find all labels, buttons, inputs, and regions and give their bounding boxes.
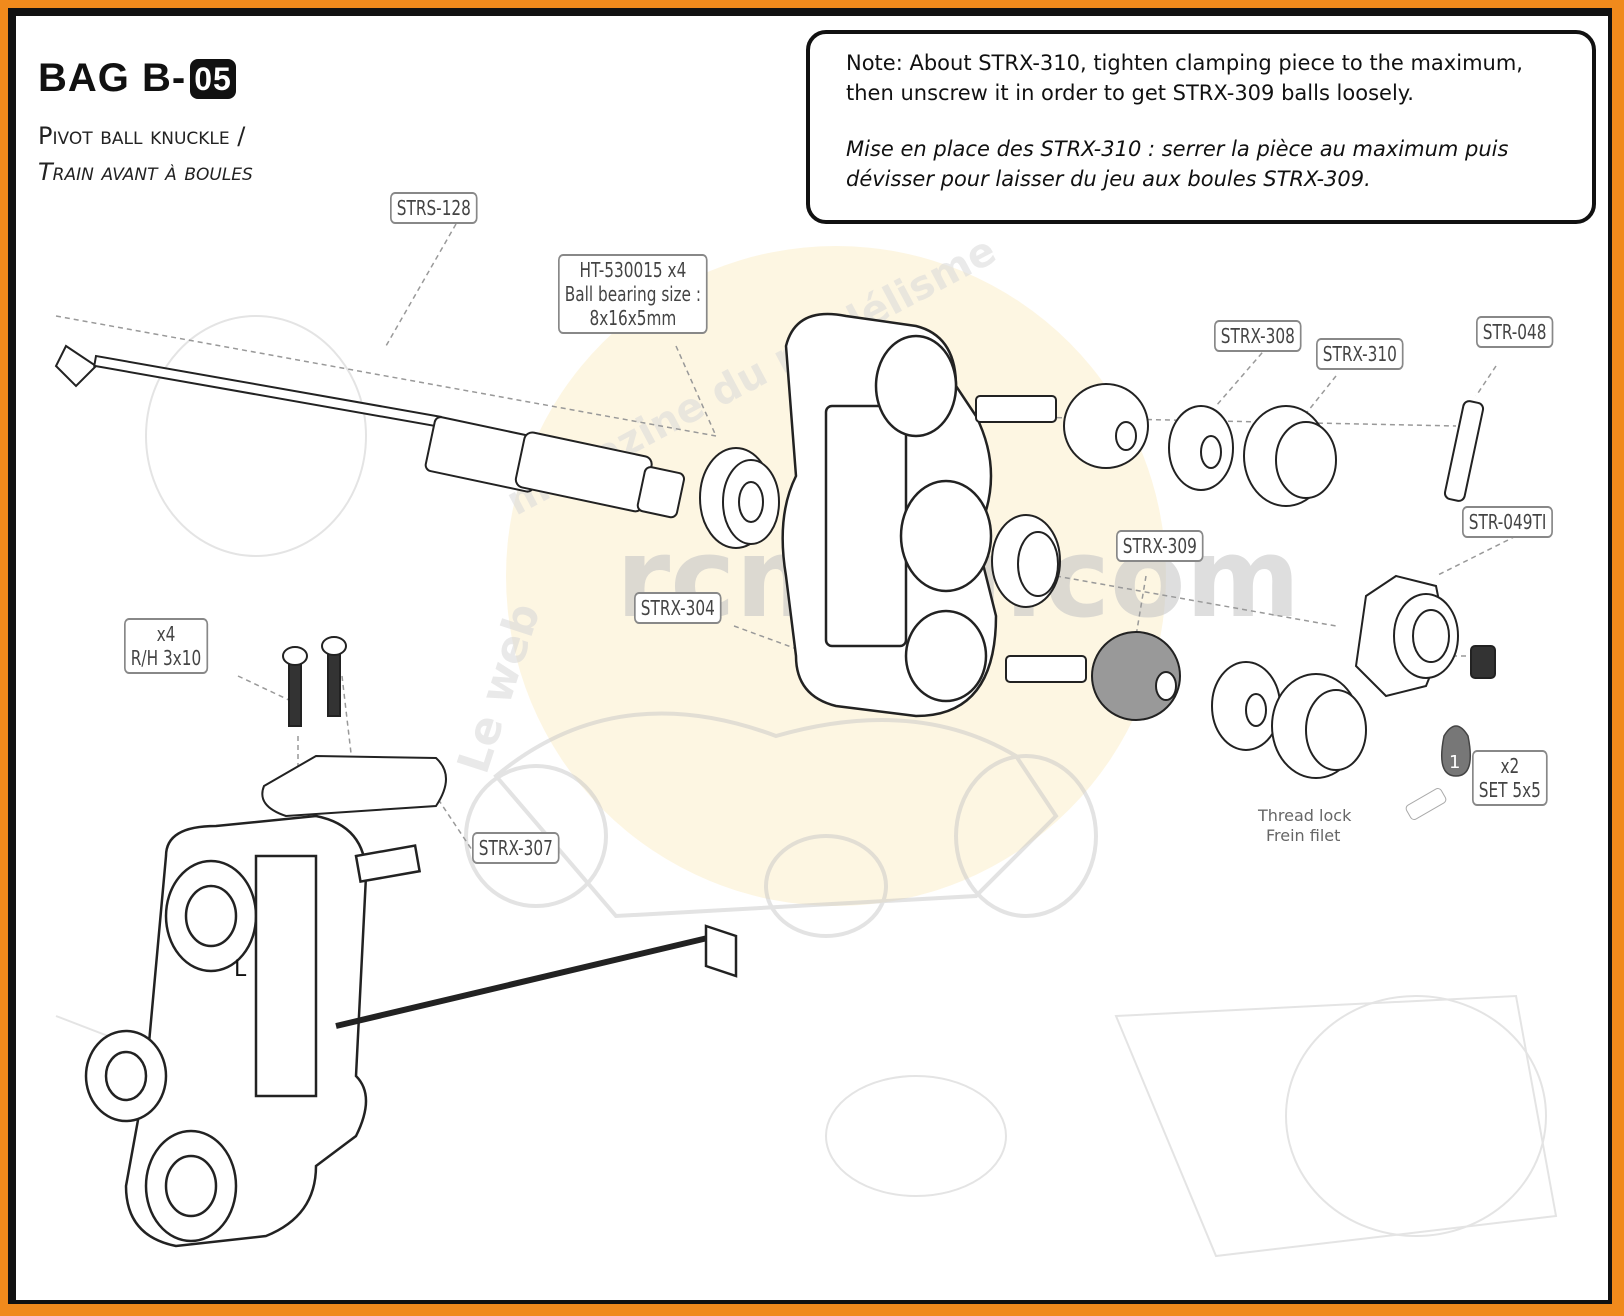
note-box: Note: About STRX-310, tighten clamping p… xyxy=(806,30,1596,224)
label-screws: x4 R/H 3x10 xyxy=(124,618,208,674)
label-strs128: STRS-128 xyxy=(390,192,478,224)
instruction-sheet: rcmag.com Le web magazine du modélisme xyxy=(16,16,1608,1300)
screws-rh-3x10 xyxy=(282,636,347,727)
thread-lock-drop: 1 xyxy=(1405,725,1471,820)
subtitle-en: Pivot ball knuckle / xyxy=(38,122,246,150)
label-str048: STR-048 xyxy=(1476,316,1554,348)
ball-stud-upper xyxy=(975,383,1149,469)
knuckle-block xyxy=(781,312,998,718)
assembled-knuckle: L xyxy=(84,814,738,1248)
thread-lock-step: 1 xyxy=(1449,752,1460,773)
bag-prefix: BAG B- xyxy=(38,56,187,100)
label-strx308: STRX-308 xyxy=(1214,320,1302,352)
thread-lock-en: Thread lock xyxy=(1258,806,1352,825)
ball-bearing xyxy=(699,447,780,549)
plate-strx307 xyxy=(261,754,447,818)
note-en: Note: About STRX-310, tighten clamping p… xyxy=(846,51,1523,105)
hex-nut xyxy=(1354,574,1459,698)
label-strx304: STRX-304 xyxy=(634,592,722,624)
label-bearing: HT-530015 x4 Ball bearing size : 8x16x5m… xyxy=(558,254,708,334)
label-strx310: STRX-310 xyxy=(1316,338,1404,370)
bag-title: BAG B-05 xyxy=(38,56,236,101)
label-str049ti: STR-049TI xyxy=(1462,506,1554,538)
subtitle-fr: Train avant à boules xyxy=(38,158,253,186)
note-fr: Mise en place des STRX-310 : serrer la p… xyxy=(846,137,1509,191)
exploded-diagram: rcmag.com Le web magazine du modélisme xyxy=(54,223,1558,1258)
ball-stud-lower xyxy=(1005,631,1181,721)
label-setscrew: x2 SET 5x5 xyxy=(1472,750,1548,806)
label-strx309: STRX-309 xyxy=(1116,530,1204,562)
drive-shaft-top xyxy=(54,344,686,519)
bag-number: 05 xyxy=(190,58,236,99)
svg-text:L: L xyxy=(234,957,247,982)
label-strx307: STRX-307 xyxy=(472,832,560,864)
pin-str048 xyxy=(1443,400,1485,502)
thread-lock-fr: Frein filet xyxy=(1266,826,1341,845)
set-screw xyxy=(1470,645,1496,679)
